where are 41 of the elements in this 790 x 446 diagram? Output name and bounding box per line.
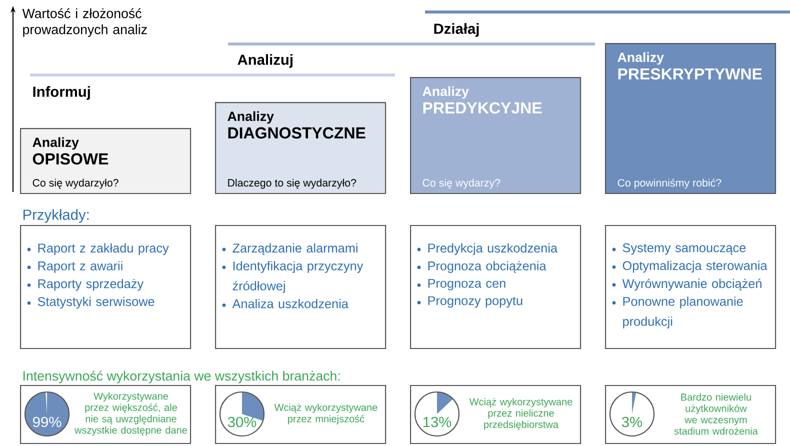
usage-text: Wciąż wykorzystywane przez nieliczne przedsiębiorstwa (469, 398, 572, 430)
list-item: Ponowne planowanie produkcji (623, 296, 743, 328)
list-item: Statystyki serwisowe (38, 296, 154, 309)
percent-label: 3% (622, 416, 642, 428)
usage-text: Wciąż wykorzystywane przez mniejszość (274, 404, 378, 424)
level-label: Działaj (434, 23, 479, 37)
level-label: Informuj (33, 86, 90, 100)
box-title: Analizy (32, 137, 79, 150)
section-heading: Przykłady: (24, 209, 89, 223)
percent-label: 99% (33, 416, 62, 428)
box-question: Co się wydarzyło? (32, 178, 118, 189)
section-heading: Intensywność wykorzystania we wszystkich branżach: (24, 370, 340, 384)
list-item: Identyfikacja przyczyny źródłowej (232, 261, 364, 293)
list-item: Prognoza obciążenia (428, 261, 546, 273)
box-question: Co powinniśmy robić? (618, 178, 722, 189)
box-title: Analizy (422, 86, 469, 99)
box-question: Dlaczego to się wydarzyło? (228, 178, 356, 189)
list-item: Predykcja uszkodzenia (428, 243, 558, 256)
list-item: Wyrównywanie obciążeń (622, 278, 762, 291)
axis-label: Wartość i złożoność prowadzonych analiz (22, 8, 147, 37)
box-title: PREDYKCYJNE (423, 102, 542, 114)
box-title: OPISOWE (32, 153, 108, 165)
list-item: Zarządzanie alarmami (232, 243, 358, 256)
percent-label: 30% (228, 416, 256, 428)
list-item: Systemy samouczące (622, 243, 746, 255)
usage-text: Wykorzystywane przez większość, ale nie są uwzględniane wszystkie dostępne dane (74, 392, 187, 436)
list-item: Raport z zakładu pracy (38, 243, 169, 256)
usage-text: Bardzo niewielu użytkowników we wczesnym stadium wdrożenia (674, 393, 758, 435)
box-title: PRESKRYPTYWNE (618, 68, 762, 80)
list-item: Prognozy popytu (428, 296, 522, 308)
level-label: Analizuj (238, 54, 292, 68)
box-title: Analizy (228, 111, 274, 124)
box-title: DIAGNOSTYCZNE (228, 127, 366, 139)
list-item: Raport z awarii (38, 261, 122, 273)
percent-label: 13% (423, 416, 452, 428)
list-item: Optymalizacja sterowania (622, 260, 768, 273)
list-item: Analiza uszkodzenia (232, 298, 348, 308)
box-question: Co się wydarzy? (422, 178, 500, 189)
list-item: Prognoza cen (428, 278, 506, 290)
list-item: Raporty sprzedaży (38, 278, 144, 291)
box-title: Analizy (618, 52, 664, 65)
